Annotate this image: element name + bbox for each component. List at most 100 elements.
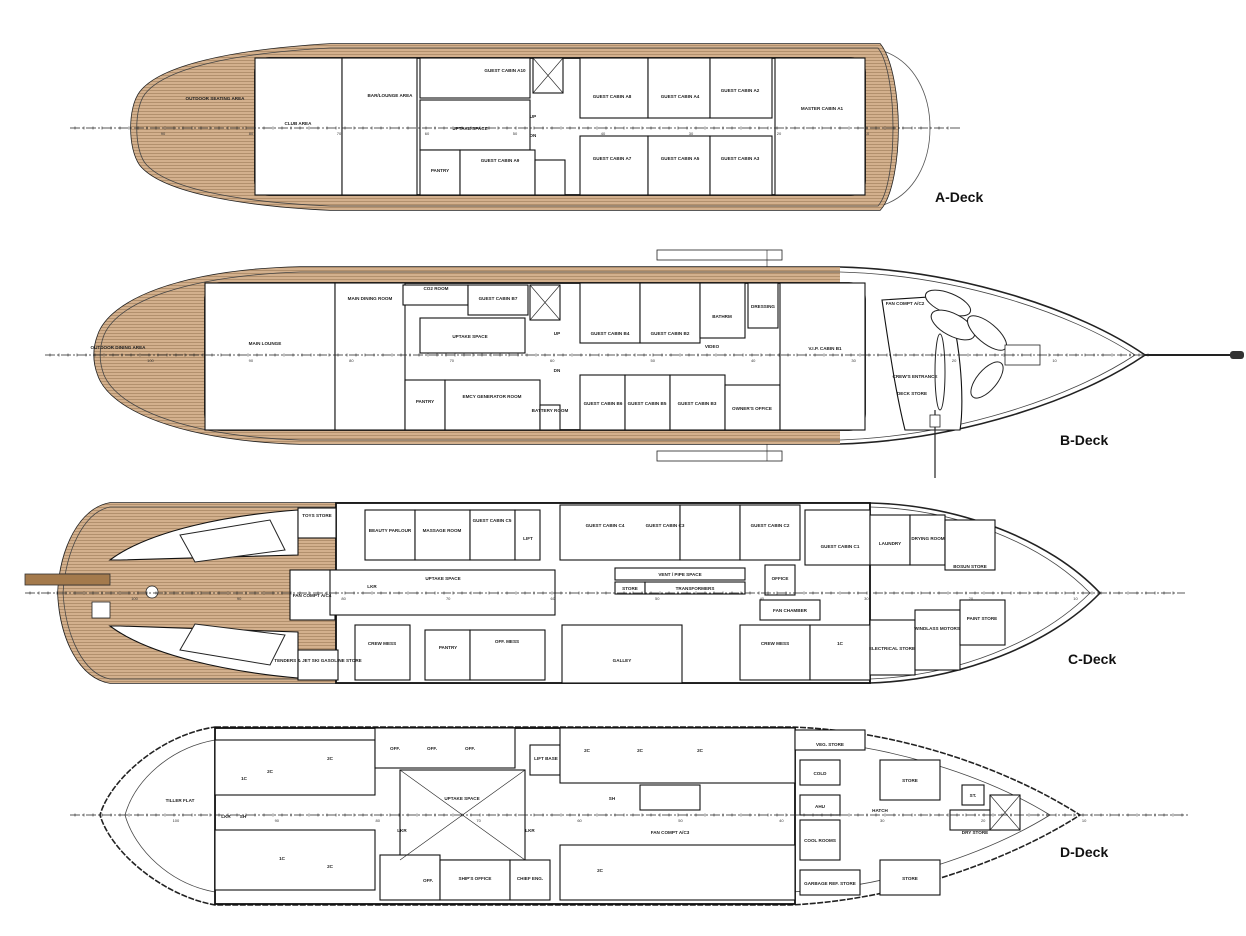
frame-number: 30 — [880, 818, 885, 823]
room-label: UP — [554, 331, 560, 336]
room-outline — [759, 599, 821, 621]
room-label: GUEST CABIN A9 — [481, 158, 520, 163]
frame-number: 20 — [981, 818, 986, 823]
room-label: VENT / PIPE SPACE — [658, 572, 701, 577]
room-outline — [529, 744, 561, 776]
room-outline — [539, 404, 561, 431]
frame-number: 40 — [779, 818, 784, 823]
room-outline — [809, 624, 871, 681]
tender-boat — [934, 333, 946, 411]
room-label: WINDLASS MOTORS — [914, 626, 960, 631]
room-label: GUEST CABIN B2 — [651, 331, 690, 336]
frame-number: 60 — [550, 358, 555, 363]
room-outline — [444, 379, 541, 431]
room-outline — [914, 609, 961, 671]
room-label: 2C — [267, 769, 274, 774]
room-outline — [329, 569, 556, 616]
frame-number: 50 — [651, 358, 656, 363]
room-label: SHIP'S OFFICE — [459, 876, 492, 881]
room-outline — [419, 149, 461, 196]
room-label: UPTAKE SPACE — [425, 576, 460, 581]
a-deck-title: A-Deck — [935, 189, 983, 205]
room-label: SH — [240, 814, 247, 819]
room-label: GARBAGE REF. STORE — [804, 881, 856, 886]
anchor-icon — [929, 414, 941, 428]
room-label: GUEST CABIN A8 — [593, 94, 632, 99]
tender-boat — [930, 309, 976, 341]
room-label: OFF. — [427, 746, 437, 751]
room-label: GUEST CABIN A5 — [661, 156, 700, 161]
frame-number: 10 — [865, 131, 870, 136]
room-label: CREW MESS — [368, 641, 396, 646]
room-label: BEAUTY PARLOUR — [369, 528, 412, 533]
room-label: TENDERS & JET SKI GASOLINE STORE — [274, 658, 361, 663]
frame-number: 40 — [751, 358, 756, 363]
room-label: SH — [609, 796, 616, 801]
room-label: OWNER'S OFFICE — [732, 406, 772, 411]
hatch-cross — [989, 794, 1021, 831]
room-label: GUEST CABIN A2 — [721, 88, 760, 93]
room-label: 2C — [697, 748, 704, 753]
a-deck-rail — [136, 47, 894, 207]
room-label: GUEST CABIN A7 — [593, 156, 632, 161]
room-label: FAN CHAMBER — [773, 608, 808, 613]
room-label: GUEST CABIN C2 — [751, 523, 790, 528]
room-outline — [514, 509, 541, 561]
tenders-on-bow — [924, 289, 1007, 411]
room-label: ELECTRICAL STORE — [869, 646, 915, 651]
room-label: VEG. STORE — [816, 742, 844, 747]
room-outline — [579, 135, 649, 196]
frame-number: 80 — [249, 131, 254, 136]
room-label: BAR/LOUNGE AREA — [367, 93, 413, 98]
room-label: BATHRM — [712, 314, 732, 319]
room-label: GALLEY — [613, 658, 632, 663]
frame-number: 10 — [1073, 596, 1078, 601]
room-outline — [709, 57, 773, 119]
room-label: UPTAKE SPACE — [444, 796, 479, 801]
room-outline — [414, 509, 471, 561]
room-label: OUTDOOR SEATING AREA — [186, 96, 246, 101]
room-outline — [739, 504, 801, 561]
room-outline — [297, 507, 337, 539]
room-outline — [959, 599, 1006, 646]
room-outline — [297, 649, 339, 681]
room-outline — [254, 57, 343, 196]
room-outline — [214, 829, 376, 891]
frame-number: 60 — [577, 818, 582, 823]
room-label: COOL ROOMS — [804, 838, 836, 843]
room-outline — [354, 624, 411, 681]
room-label: GUEST CABIN A10 — [484, 68, 526, 73]
room-label: GUEST CABIN A3 — [721, 156, 760, 161]
frame-number: 100 — [173, 818, 180, 823]
room-outline — [799, 869, 861, 896]
room-label: OFF. MESS — [495, 639, 519, 644]
room-label: CLUB AREA — [285, 121, 313, 126]
tender-boat — [970, 361, 1004, 399]
frame-number: 80 — [341, 596, 346, 601]
room-label: FAN COMPT A/C2 — [886, 301, 925, 306]
room-outline — [747, 282, 779, 329]
room-label: GUEST CABIN A4 — [661, 94, 700, 99]
room-label: COLD — [813, 771, 827, 776]
frame-number: 60 — [425, 131, 430, 136]
room-outline — [341, 57, 418, 196]
room-outline — [204, 282, 336, 431]
room-label: LIFT BASE — [534, 756, 558, 761]
room-label: CREW MESS — [761, 641, 789, 646]
room-label: AHU — [815, 804, 826, 809]
room-outline — [644, 581, 746, 595]
room-outline — [944, 519, 996, 571]
room-label: DN — [530, 133, 537, 138]
room-label: HATCH — [872, 808, 888, 813]
frame-number: 90 — [161, 131, 166, 136]
room-outline — [509, 859, 551, 901]
room-label: MAIN DINING ROOM — [348, 296, 393, 301]
room-outline — [804, 509, 871, 566]
frame-number: 50 — [513, 131, 518, 136]
room-label: LKR — [367, 584, 377, 589]
room-outline — [467, 284, 529, 316]
room-label: TILLER FLAT — [166, 798, 195, 803]
frame-number: 20 — [777, 131, 782, 136]
